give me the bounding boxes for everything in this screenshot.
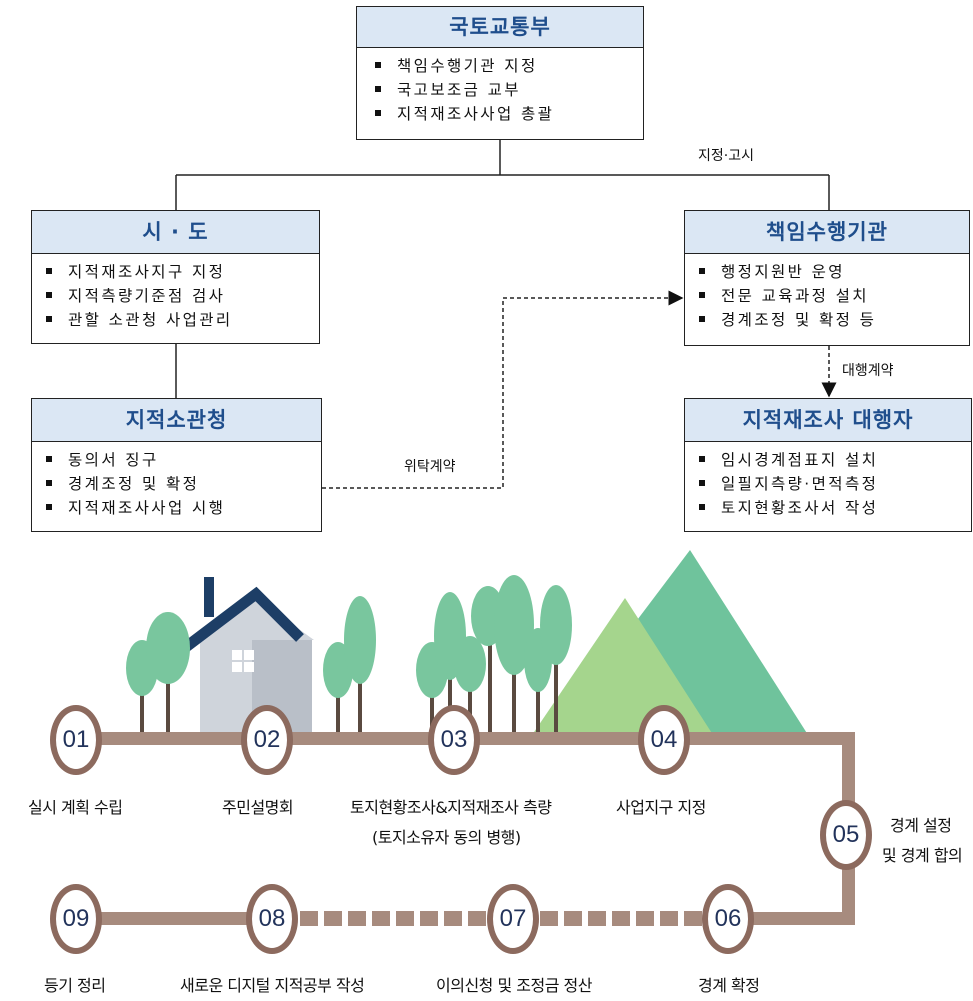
step-03-circle: 03: [428, 705, 480, 775]
box-sido-item: 지적재조사지구 지정: [46, 260, 319, 284]
step-07-circle: 07: [487, 884, 539, 954]
step-05-label: 경계 설정: [890, 816, 952, 835]
box-agency: 책임수행기관 행정지원반 운영 전문 교육과정 설치 경계조정 및 확정 등: [684, 210, 970, 346]
step-08-label: 새로운 디지털 지적공부 작성: [180, 976, 365, 995]
box-agent-item: 임시경계점표지 설치: [699, 448, 971, 472]
step-01-label: 실시 계획 수립: [28, 798, 123, 817]
step-06-label: 경계 확정: [698, 976, 760, 995]
box-sido: 시 · 도 지적재조사지구 지정 지적측량기준점 검사 관할 소관청 사업관리: [31, 210, 320, 344]
box-office-item: 동의서 징구: [46, 448, 321, 472]
box-sido-title: 시 · 도: [32, 211, 319, 254]
step-02-label: 주민설명회: [222, 798, 294, 817]
step-04-label: 사업지구 지정: [616, 798, 706, 817]
box-molit-item: 국고보조금 교부: [375, 78, 643, 102]
step-05-circle: 05: [820, 800, 872, 870]
box-office-item: 경계조정 및 확정: [46, 472, 321, 496]
proxy-contract-label: 대행계약: [842, 363, 894, 379]
box-agent: 지적재조사 대행자 임시경계점표지 설치 일필지측량·면적측정 토지현황조사서 …: [684, 398, 972, 532]
step-09-circle: 09: [50, 884, 102, 954]
step-07-label: 이의신청 및 조정금 정산: [436, 976, 592, 995]
box-molit: 국토교통부 책임수행기관 지정 국고보조금 교부 지적재조사사업 총괄: [356, 6, 644, 140]
step-03-label: 토지현황조사&지적재조사 측량: [350, 798, 552, 817]
box-agency-item: 행정지원반 운영: [699, 260, 969, 284]
box-agency-title: 책임수행기관: [685, 211, 969, 254]
box-agent-item: 일필지측량·면적측정: [699, 472, 971, 496]
entrust-contract-label: 위탁계약: [404, 459, 456, 475]
step-04-circle: 04: [638, 705, 690, 775]
dashed-connectors: [322, 290, 837, 489]
box-agent-item: 토지현황조사서 작성: [699, 496, 971, 520]
box-agency-item: 경계조정 및 확정 등: [699, 308, 969, 332]
step-03-sublabel: (토지소유자 동의 병행): [372, 828, 521, 847]
org-connectors: [175, 140, 830, 398]
box-agency-item: 전문 교육과정 설치: [699, 284, 969, 308]
box-molit-item: 책임수행기관 지정: [375, 54, 643, 78]
box-sido-item: 관할 소관청 사업관리: [46, 308, 319, 332]
step-08-circle: 08: [246, 884, 298, 954]
mountain-illustration: [530, 550, 810, 738]
box-agent-title: 지적재조사 대행자: [685, 399, 971, 442]
designation-label: 지정·고시: [698, 148, 754, 164]
box-office: 지적소관청 동의서 징구 경계조정 및 확정 지적재조사사업 시행: [31, 398, 322, 532]
step-09-label: 등기 정리: [44, 976, 106, 995]
box-office-title: 지적소관청: [32, 399, 321, 442]
box-molit-title: 국토교통부: [357, 7, 643, 48]
box-sido-item: 지적측량기준점 검사: [46, 284, 319, 308]
step-02-circle: 02: [241, 705, 293, 775]
box-office-item: 지적재조사사업 시행: [46, 496, 321, 520]
step-05-sublabel: 및 경계 합의: [882, 846, 963, 865]
step-06-circle: 06: [702, 884, 754, 954]
trees-illustration: [126, 575, 572, 738]
box-molit-item: 지적재조사사업 총괄: [375, 102, 643, 126]
step-01-circle: 01: [50, 705, 102, 775]
